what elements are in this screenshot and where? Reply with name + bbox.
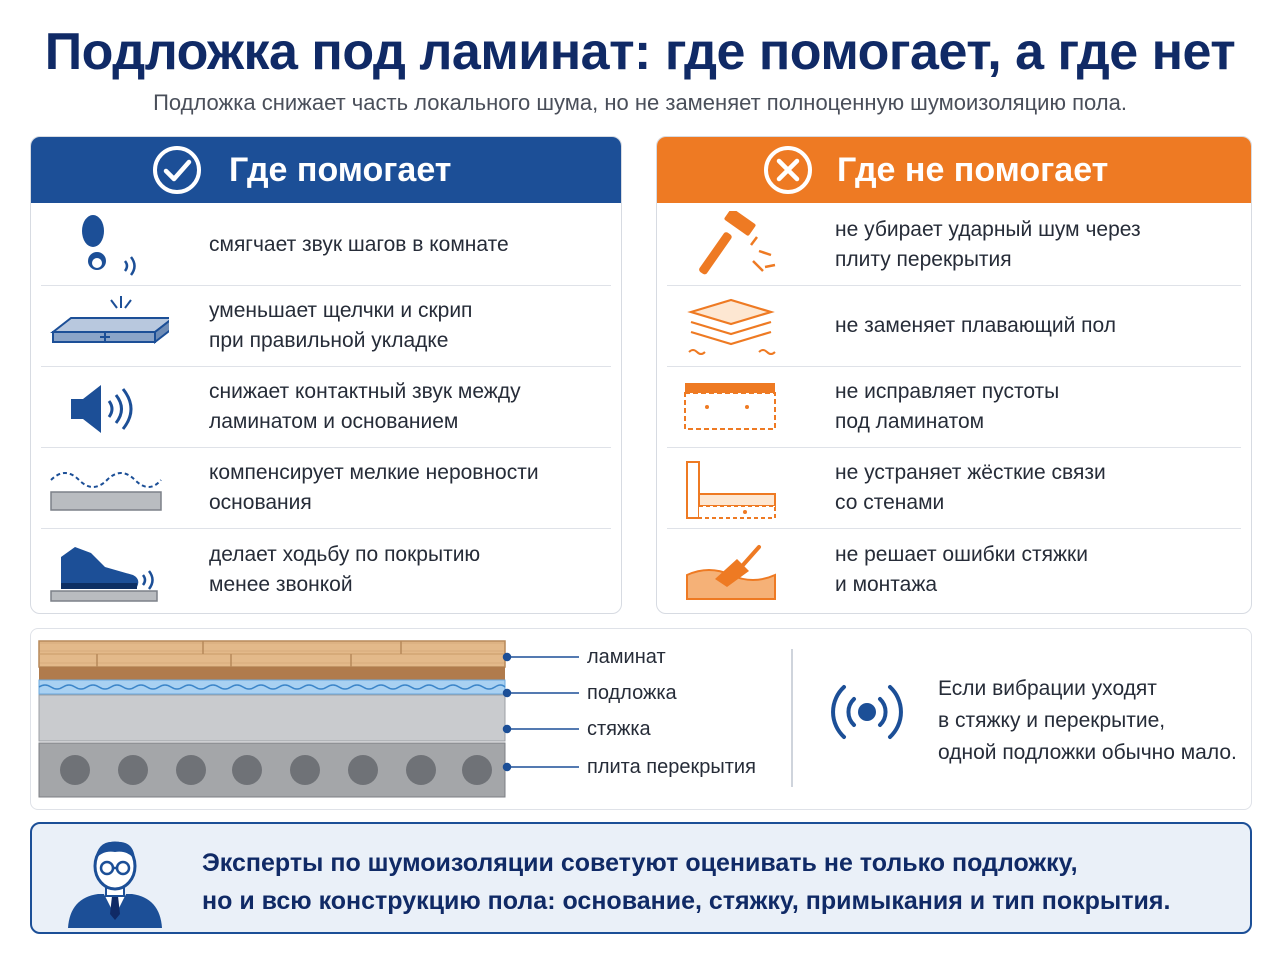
not-helps-header: Где не помогает bbox=[657, 137, 1251, 203]
divider bbox=[791, 649, 793, 787]
layer-label-screed: стяжка bbox=[587, 718, 651, 740]
list-item: не исправляет пустоты под ламинатом bbox=[667, 367, 1241, 448]
list-item-text: не заменяет плавающий пол bbox=[835, 314, 1117, 337]
list-item-text: не убирает ударный шум через плиту перек… bbox=[835, 218, 1141, 271]
laminate-joint-icon bbox=[50, 296, 169, 345]
list-item-text: снижает контактный звук между ламинатом … bbox=[209, 380, 521, 433]
list-item-text: уменьшает щелчки и скрип при правильной … bbox=[209, 299, 473, 352]
list-item-text: компенсирует мелкие неровности основания bbox=[209, 461, 539, 514]
list-item: снижает контактный звук между ламинатом … bbox=[41, 367, 611, 448]
wall-connection-icon bbox=[686, 461, 776, 519]
uneven-base-icon bbox=[50, 472, 162, 511]
helps-title: Где помогает bbox=[229, 150, 452, 189]
list-item-text: смягчает звук шагов в комнате bbox=[209, 233, 509, 256]
screed-layer bbox=[38, 694, 506, 742]
list-item-text: делает ходьбу по покрытию менее звонкой bbox=[209, 542, 481, 596]
voids-icon bbox=[684, 383, 776, 430]
layer-label-slab: плита перекрытия bbox=[587, 756, 756, 778]
floor-layers-diagram: ламинат подложка стяжка плита перекрытия… bbox=[30, 628, 1252, 810]
list-item: смягчает звук шагов в комнате bbox=[41, 205, 611, 286]
hammer-impact-icon bbox=[699, 211, 776, 275]
helps-header: Где помогает bbox=[31, 137, 621, 203]
cross-circle-icon bbox=[764, 146, 812, 194]
list-item-text: не исправляет пустоты под ламинатом bbox=[835, 380, 1060, 433]
list-item: компенсирует мелкие неровности основания bbox=[41, 448, 611, 529]
layer-label-underlay: подложка bbox=[587, 682, 677, 704]
floating-floor-layers-icon bbox=[687, 298, 776, 355]
list-item: не решает ошибки стяжки и монтажа bbox=[667, 529, 1241, 610]
layer-label-laminate: ламинат bbox=[587, 646, 666, 668]
checkmark-circle-icon bbox=[153, 146, 201, 194]
list-item-text: не решает ошибки стяжки и монтажа bbox=[835, 542, 1088, 596]
vibration-icon bbox=[831, 685, 903, 739]
helps-panel: Где помогает смягчает звук шагов в комна… bbox=[30, 136, 622, 614]
speaker-icon bbox=[71, 385, 133, 433]
vibration-note: Если вибрации уходят в стяжку и перекрыт… bbox=[938, 677, 1237, 764]
footprint-sound-icon bbox=[82, 215, 136, 276]
expert-advice-text: Эксперты по шумоизоляции советуют оценив… bbox=[202, 849, 1171, 915]
list-item: делает ходьбу по покрытию менее звонкой bbox=[41, 529, 611, 610]
floor-layers-illustration bbox=[38, 640, 579, 798]
expert-advice-box: Эксперты по шумоизоляции советуют оценив… bbox=[30, 822, 1252, 934]
page-title: Подложка под ламинат: где помогает, а гд… bbox=[44, 23, 1236, 81]
not-helps-panel: Где не помогает не убирает ударный шум ч… bbox=[656, 136, 1252, 614]
list-item: уменьшает щелчки и скрип при правильной … bbox=[41, 286, 611, 367]
shoe-sound-icon bbox=[50, 547, 158, 602]
list-item: не устраняет жёсткие связи со стенами bbox=[667, 448, 1241, 529]
trowel-icon bbox=[686, 545, 776, 600]
list-item: не заменяет плавающий пол bbox=[667, 286, 1241, 367]
page-subtitle: Подложка снижает часть локального шума, … bbox=[153, 90, 1127, 115]
list-item-text: не устраняет жёсткие связи со стенами bbox=[835, 461, 1106, 514]
expert-avatar-icon bbox=[68, 841, 162, 928]
not-helps-title: Где не помогает bbox=[837, 150, 1109, 189]
list-item: не убирает ударный шум через плиту перек… bbox=[667, 205, 1241, 286]
